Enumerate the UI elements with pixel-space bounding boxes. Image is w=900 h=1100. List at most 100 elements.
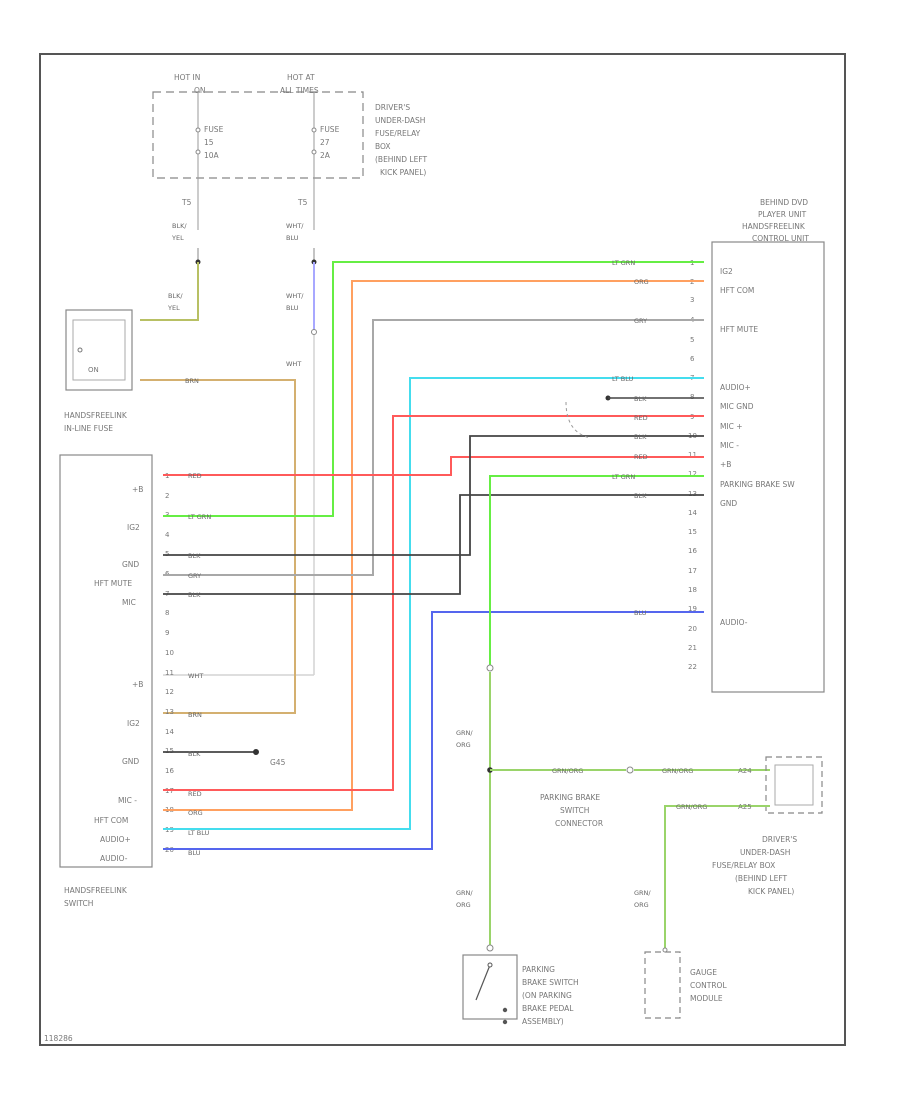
svg-text:+B: +B — [720, 460, 731, 469]
right-wire-labels: LT GRN ORG GRY LT BLU BLK RED BLK RED LT… — [612, 259, 649, 617]
svg-text:LT GRN: LT GRN — [612, 259, 635, 267]
svg-text:RED: RED — [634, 414, 648, 422]
mic-gnd-shield — [565, 395, 704, 439]
svg-text:15: 15 — [688, 528, 697, 536]
svg-text:5: 5 — [690, 336, 694, 344]
svg-text:FUSE/RELAY: FUSE/RELAY — [375, 129, 421, 138]
svg-text:PARKING BRAKE: PARKING BRAKE — [540, 793, 600, 802]
blk-yel-label-mid-2: YEL — [167, 304, 180, 312]
svg-text:SWITCH: SWITCH — [560, 806, 589, 815]
svg-text:GRY: GRY — [188, 572, 201, 580]
fuse-27: FUSE 27 2A — [311, 92, 340, 230]
svg-text:HFT MUTE: HFT MUTE — [720, 325, 758, 334]
svg-text:18: 18 — [688, 586, 697, 594]
svg-text:PARKING: PARKING — [522, 965, 555, 974]
svg-text:MIC -: MIC - — [118, 796, 137, 805]
wire-gray-hft-mute — [163, 319, 704, 576]
grn-org-label-1b: ORG — [456, 741, 471, 749]
left-wire-labels: RED LT GRN BLK GRY BLK WHT BRN BLK RED O… — [188, 472, 211, 857]
fuse-box-top-label: DRIVER'S UNDER-DASH FUSE/RELAY BOX (BEHI… — [375, 103, 428, 177]
svg-text:14: 14 — [165, 728, 174, 736]
svg-text:+B: +B — [132, 485, 143, 494]
svg-text:IG2: IG2 — [127, 719, 140, 728]
grn-org-label-2: GRN/ — [456, 889, 473, 897]
svg-text:BLK: BLK — [634, 492, 647, 500]
parking-brake-switch-label: PARKING BRAKE SWITCH (ON PARKING BRAKE P… — [522, 965, 579, 1026]
svg-text:GAUGE: GAUGE — [690, 968, 717, 977]
hfl-switch-label: HANDSFREELINK SWITCH — [64, 886, 128, 908]
svg-text:+B: +B — [132, 680, 143, 689]
svg-text:5: 5 — [165, 550, 169, 558]
svg-text:BLK: BLK — [634, 395, 647, 403]
svg-text:4: 4 — [165, 531, 170, 539]
svg-text:17: 17 — [688, 567, 697, 575]
svg-text:19: 19 — [688, 605, 697, 613]
svg-text:FUSE: FUSE — [204, 125, 224, 134]
svg-text:ORG: ORG — [188, 809, 203, 817]
svg-text:LT BLU: LT BLU — [188, 829, 210, 837]
wht-blu-label-mid-2: BLU — [286, 304, 299, 312]
svg-text:HANDSFREELINK: HANDSFREELINK — [64, 411, 128, 420]
svg-text:BLK: BLK — [634, 433, 647, 441]
svg-text:(ON PARKING: (ON PARKING — [522, 991, 572, 1000]
svg-text:BRN: BRN — [188, 711, 202, 719]
svg-text:9: 9 — [165, 629, 169, 637]
svg-text:16: 16 — [165, 767, 174, 775]
svg-text:15: 15 — [204, 138, 214, 147]
svg-text:2A: 2A — [320, 151, 331, 160]
svg-text:DRIVER'S: DRIVER'S — [762, 835, 797, 844]
gauge-control-module-label: GAUGE CONTROL MODULE — [690, 968, 727, 1003]
parking-brake-switch — [462, 944, 518, 1025]
svg-text:2: 2 — [165, 492, 169, 500]
wht-label: WHT — [286, 360, 301, 368]
svg-text:BOX: BOX — [375, 142, 391, 151]
svg-text:(BEHIND LEFT: (BEHIND LEFT — [375, 155, 428, 164]
hot-at-label: HOT AT — [287, 73, 315, 82]
wire-red-mic-plus — [163, 415, 704, 791]
fuse-box-bottom-label: DRIVER'S UNDER-DASH FUSE/RELAY BOX (BEHI… — [712, 835, 797, 896]
wire-blk-yel — [140, 248, 201, 321]
brn-label-top: BRN — [185, 377, 199, 385]
svg-text:3: 3 — [690, 296, 694, 304]
hot-in-sub-label: ON — [194, 86, 206, 95]
svg-text:10: 10 — [165, 649, 174, 657]
svg-text:FUSE/RELAY BOX: FUSE/RELAY BOX — [712, 861, 775, 870]
svg-text:AUDIO-: AUDIO- — [720, 618, 748, 627]
svg-text:G45: G45 — [270, 758, 286, 767]
grn-org-label-h2: GRN/ORG — [662, 767, 693, 775]
svg-text:MIC GND: MIC GND — [720, 402, 754, 411]
svg-text:20: 20 — [688, 625, 697, 633]
svg-text:GRY: GRY — [634, 317, 647, 325]
grn-org-label-3: GRN/ — [634, 889, 651, 897]
svg-text:10A: 10A — [204, 151, 220, 160]
svg-text:DRIVER'S: DRIVER'S — [375, 103, 410, 112]
wire-orange-hft-com — [163, 280, 704, 811]
svg-text:BRAKE PEDAL: BRAKE PEDAL — [522, 1004, 574, 1013]
svg-text:21: 21 — [688, 644, 697, 652]
svg-text:15: 15 — [165, 747, 174, 755]
inline-fuse-label: HANDSFREELINK IN-LINE FUSE — [64, 411, 128, 433]
grn-org-label-3b: ORG — [634, 901, 649, 909]
svg-text:IG2: IG2 — [720, 267, 733, 276]
control-unit-pins: 1 2 3 4 5 6 7 8 9 10 11 12 13 14 15 16 1… — [688, 259, 697, 671]
wire-blu-audio-minus — [163, 611, 704, 850]
wire-grn-org-gauge — [664, 805, 770, 950]
svg-text:13: 13 — [165, 708, 174, 716]
svg-text:AUDIO-: AUDIO- — [100, 854, 128, 863]
svg-text:GND: GND — [720, 499, 737, 508]
hfl-switch-pins: 1 2 3 4 5 6 7 8 9 10 11 12 13 14 15 16 1… — [165, 472, 174, 854]
hot-at-sub-label: ALL TIMES — [280, 86, 319, 95]
svg-text:6: 6 — [690, 355, 695, 363]
svg-text:14: 14 — [688, 509, 697, 517]
inline-fuse-box — [65, 309, 133, 391]
svg-text:LT GRN: LT GRN — [188, 513, 211, 521]
svg-text:MIC -: MIC - — [720, 441, 739, 450]
parking-brake-connector-label: PARKING BRAKE SWITCH CONNECTOR — [540, 793, 603, 828]
svg-text:FUSE: FUSE — [320, 125, 340, 134]
fuse-box-bottom-inner — [774, 764, 814, 806]
wire-lt-blu-audio-plus — [163, 377, 704, 830]
control-unit-label: BEHIND DVD PLAYER UNIT HANDSFREELINK CON… — [742, 198, 809, 243]
svg-text:CONTROL: CONTROL — [690, 981, 727, 990]
gauge-control-module — [644, 947, 681, 1019]
wire-red-plus-b — [163, 456, 704, 476]
